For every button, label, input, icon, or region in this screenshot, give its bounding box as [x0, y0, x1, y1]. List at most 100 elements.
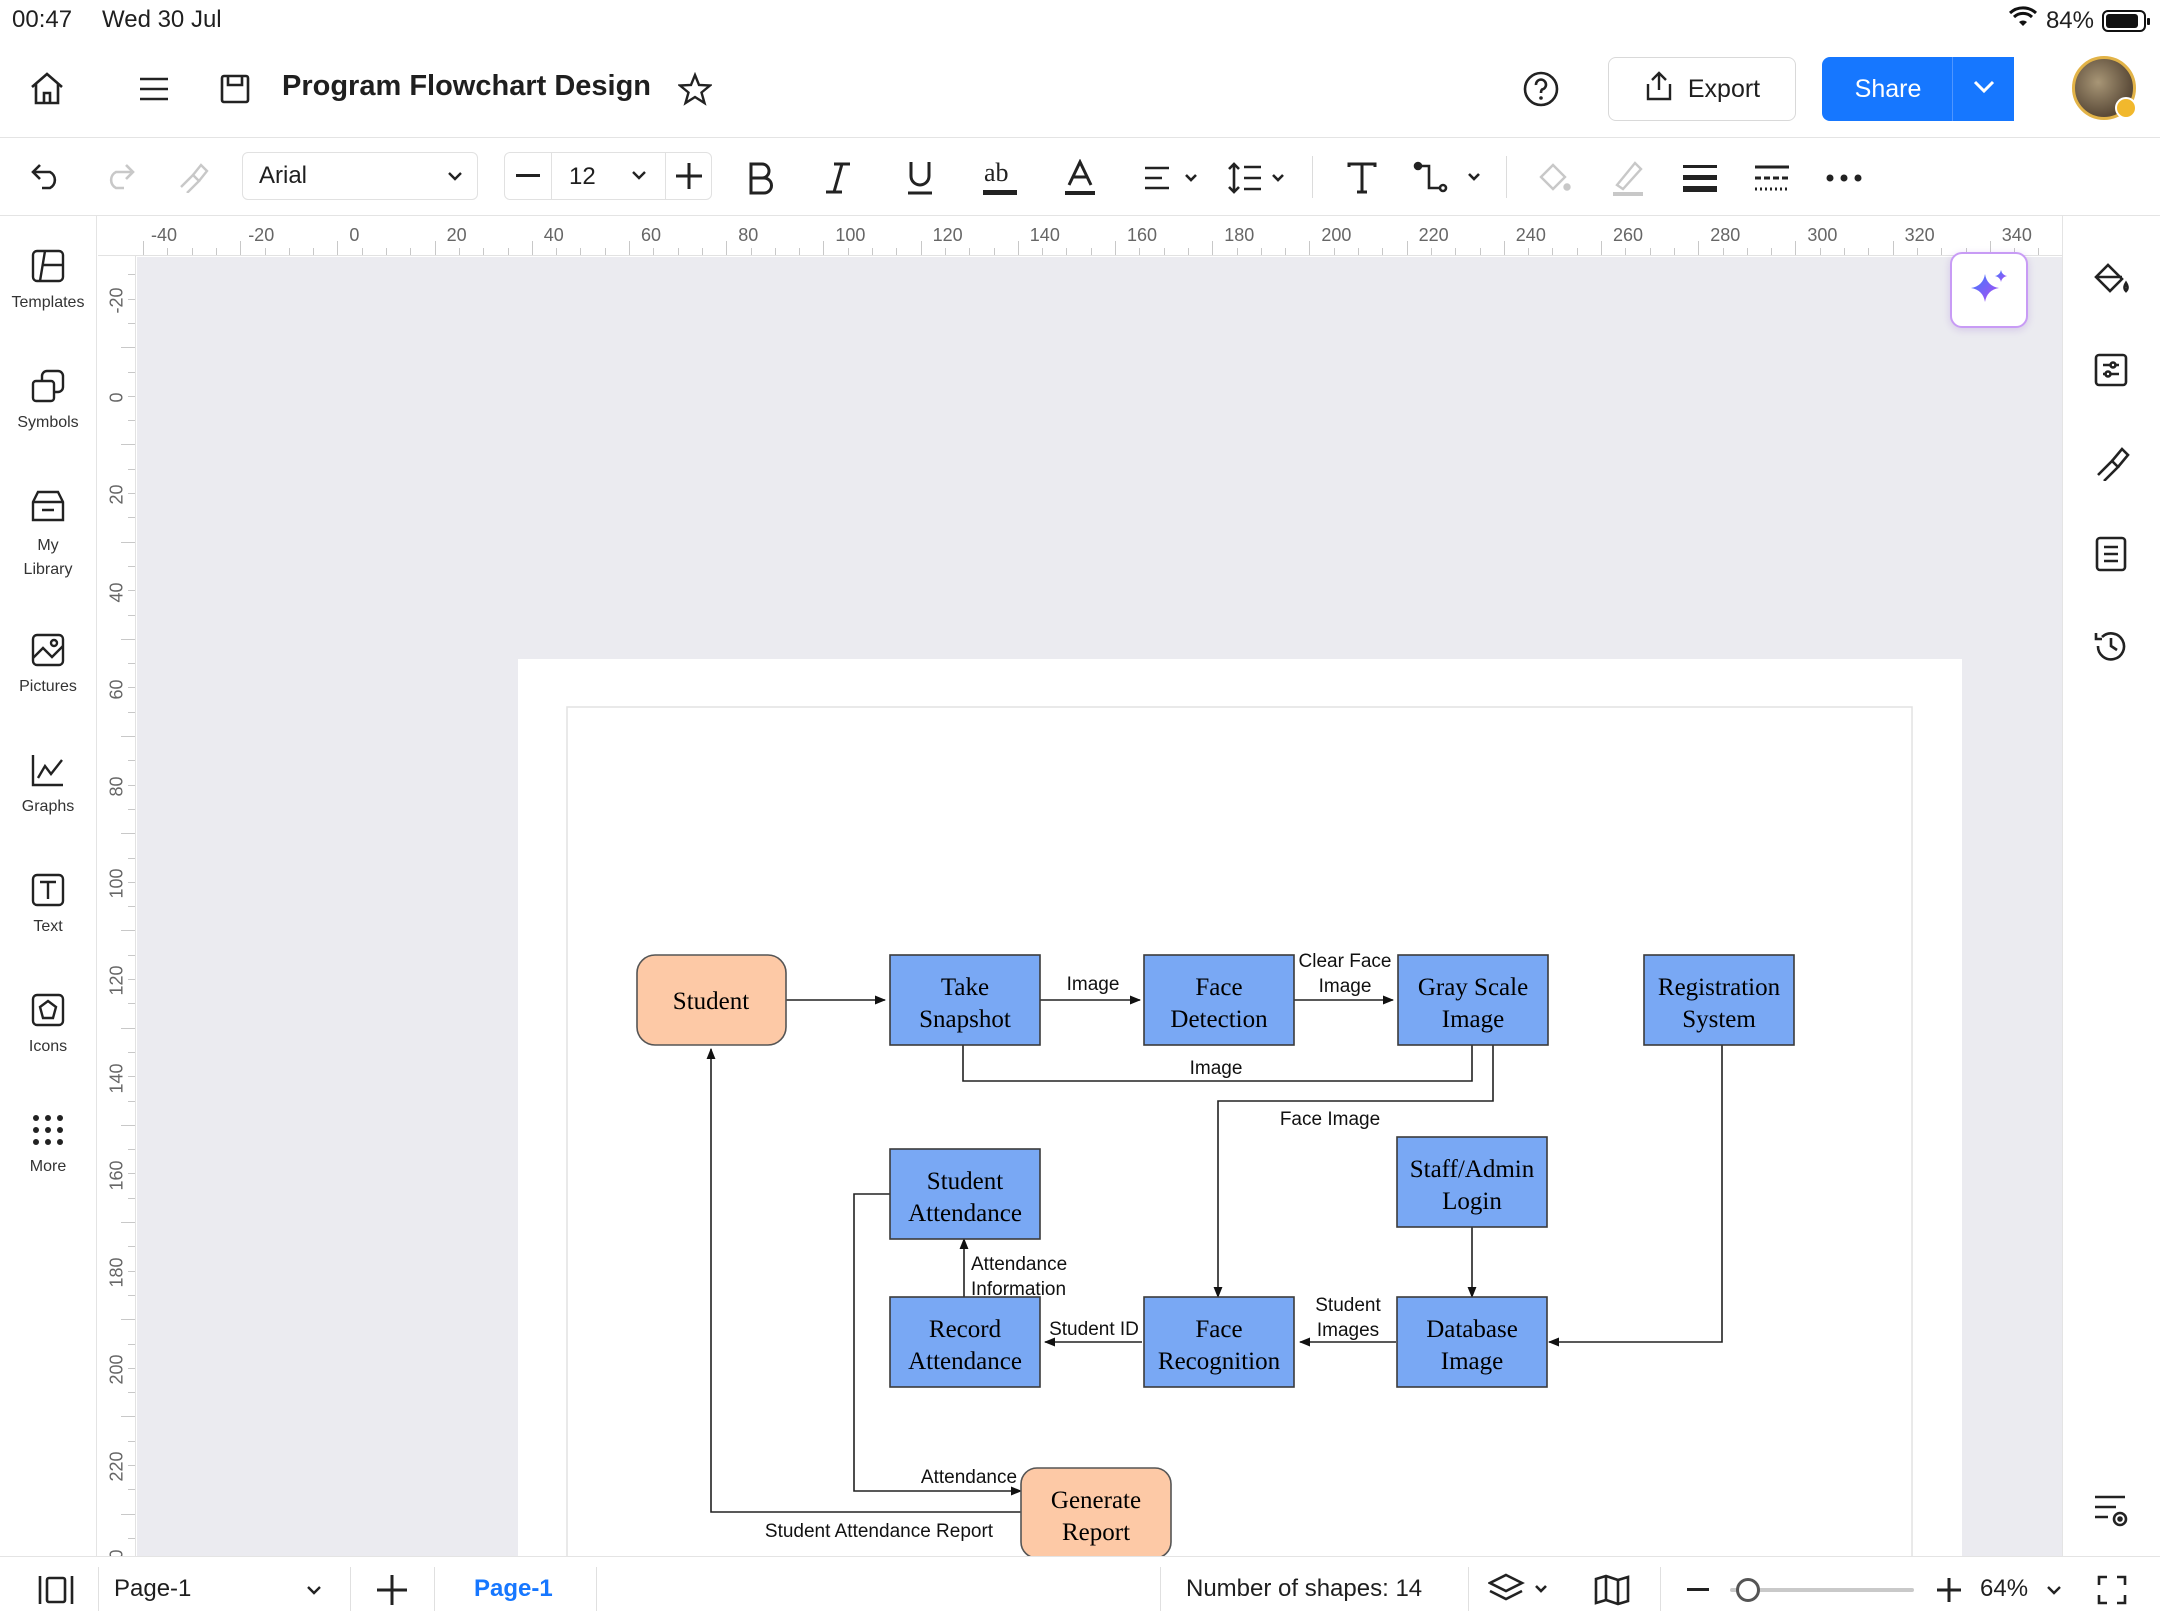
text-icon[interactable] [1338, 154, 1386, 202]
line-spacing-icon[interactable] [1226, 154, 1290, 202]
horizontal-ruler: -40-200204060801001201401601802002202402… [98, 216, 2062, 256]
strikethrough-icon[interactable]: ab [976, 154, 1024, 202]
style-brush-icon[interactable] [2087, 438, 2135, 486]
sidebar-item-symbols[interactable]: Symbols [0, 364, 96, 432]
zoom-slider-handle[interactable] [1736, 1578, 1760, 1602]
home-icon[interactable] [22, 66, 72, 112]
fullscreen-icon[interactable] [2090, 1569, 2134, 1611]
edge-label-attendance-info: Attendance [971, 1254, 1067, 1275]
ruler-tick-label: 160 [1127, 225, 1157, 246]
more-icon[interactable] [1820, 154, 1868, 202]
tab-page-1[interactable]: Page-1 [474, 1575, 553, 1603]
bold-icon[interactable] [736, 154, 784, 202]
history-icon[interactable] [2087, 622, 2135, 670]
svg-text:Record: Record [929, 1316, 1002, 1343]
menu-icon[interactable] [130, 66, 178, 112]
node-record-attendance[interactable]: Record Attendance [890, 1297, 1040, 1387]
line-weight-icon[interactable] [1676, 154, 1724, 202]
increase-font-size-button[interactable] [668, 155, 710, 197]
status-bar: 00:47 Wed 30 Jul 84% [0, 0, 2160, 40]
layers-icon[interactable] [1486, 1569, 1554, 1611]
line-style-icon[interactable] [1748, 154, 1796, 202]
chevron-down-icon[interactable] [304, 1579, 324, 1607]
page-panel-icon[interactable] [34, 1569, 78, 1611]
flowchart[interactable]: Student Take Snapshot Face Detection Gra… [518, 659, 1962, 1556]
align-icon[interactable] [1140, 154, 1204, 202]
ruler-tick-label: 180 [1224, 225, 1254, 246]
zoom-in-button[interactable] [1932, 1569, 1966, 1611]
ai-assistant-button[interactable] [1950, 252, 2028, 328]
node-face-recognition[interactable]: Face Recognition [1144, 1297, 1294, 1387]
document-title[interactable]: Program Flowchart Design [282, 70, 651, 103]
avatar[interactable] [2072, 56, 2136, 120]
svg-text:Face: Face [1195, 1316, 1242, 1343]
zoom-out-button[interactable] [1682, 1569, 1714, 1611]
decrease-font-size-button[interactable] [507, 155, 549, 197]
export-button[interactable]: Export [1608, 57, 1796, 121]
sidebar-item-pictures[interactable]: Pictures [0, 628, 96, 696]
page-border [567, 707, 1912, 1556]
sidebar-item-my-library[interactable]: My Library [0, 484, 96, 582]
sidebar-item-more[interactable]: More [0, 1108, 96, 1176]
font-size-value[interactable]: 12 [569, 163, 596, 191]
svg-text:Face: Face [1195, 974, 1242, 1001]
font-family-select[interactable]: Arial [242, 152, 478, 200]
node-staff-admin-login[interactable]: Staff/Admin Login [1397, 1137, 1547, 1227]
connector-icon[interactable] [1410, 154, 1488, 202]
ruler-tick-label: 200 [107, 1345, 128, 1395]
node-gray-scale-image[interactable]: Gray Scale Image [1398, 955, 1548, 1045]
sidebar-item-label: Text [33, 918, 62, 935]
ruler-tick-label: 260 [1613, 225, 1643, 246]
save-icon[interactable] [212, 66, 258, 112]
font-color-icon[interactable] [1056, 154, 1104, 202]
list-settings-icon[interactable] [2087, 1486, 2135, 1534]
star-icon[interactable] [672, 66, 718, 112]
sidebar-item-icons[interactable]: Icons [0, 988, 96, 1056]
drawing-page[interactable]: Student Take Snapshot Face Detection Gra… [518, 659, 1962, 1556]
svg-text:Attendance: Attendance [908, 1348, 1022, 1375]
ruler-tick-label: 240 [107, 1539, 128, 1556]
ruler-tick-label: 80 [107, 762, 128, 812]
pictures-icon [0, 628, 96, 672]
node-face-detection[interactable]: Face Detection [1144, 955, 1294, 1045]
fill-bucket-icon[interactable] [2087, 254, 2135, 302]
sidebar-item-label: Pictures [19, 678, 77, 695]
sidebar-item-graphs[interactable]: Graphs [0, 748, 96, 816]
italic-icon[interactable] [814, 154, 862, 202]
node-take-snapshot[interactable]: Take Snapshot [890, 955, 1040, 1045]
zoom-level[interactable]: 64% [1980, 1575, 2028, 1603]
node-student-attendance[interactable]: Student Attendance [890, 1149, 1040, 1239]
redo-icon[interactable] [98, 154, 142, 198]
node-generate-report[interactable]: Generate Report [1021, 1468, 1171, 1556]
toolbar-divider [1506, 156, 1507, 198]
chevron-down-icon [1973, 80, 1995, 99]
chevron-down-icon[interactable] [2044, 1579, 2064, 1607]
sidebar-item-text[interactable]: Text [0, 868, 96, 936]
ruler-tick-label: 60 [641, 225, 661, 246]
crown-badge-icon [2115, 97, 2137, 119]
undo-icon[interactable] [24, 154, 68, 198]
edge-label-face-image: Face Image [1280, 1109, 1380, 1130]
map-icon[interactable] [1590, 1569, 1634, 1611]
document-outline-icon[interactable] [2087, 530, 2135, 578]
zoom-slider[interactable] [1730, 1588, 1914, 1592]
page-select[interactable]: Page-1 [114, 1575, 191, 1603]
ruler-tick-label: 20 [107, 470, 128, 520]
edge-label-image: Image [1190, 1058, 1243, 1079]
node-student[interactable]: Student [637, 955, 786, 1045]
sidebar-item-templates[interactable]: Templates [0, 244, 96, 312]
page-settings-icon[interactable] [2087, 346, 2135, 394]
chevron-down-icon[interactable] [629, 165, 649, 190]
line-color-icon[interactable] [1604, 154, 1652, 202]
node-database-image[interactable]: Database Image [1397, 1297, 1547, 1387]
fill-icon[interactable] [1530, 154, 1578, 202]
share-dropdown-button[interactable] [1952, 57, 2014, 121]
canvas[interactable]: Student Take Snapshot Face Detection Gra… [137, 257, 2062, 1556]
help-icon[interactable] [1518, 66, 1564, 112]
format-painter-icon[interactable] [170, 154, 214, 198]
add-page-button[interactable] [370, 1569, 414, 1611]
svg-text:Gray Scale: Gray Scale [1418, 974, 1528, 1001]
underline-icon[interactable] [896, 154, 944, 202]
node-registration-system[interactable]: Registration System [1644, 955, 1794, 1045]
title-bar: Program Flowchart Design Export Share [0, 40, 2160, 138]
